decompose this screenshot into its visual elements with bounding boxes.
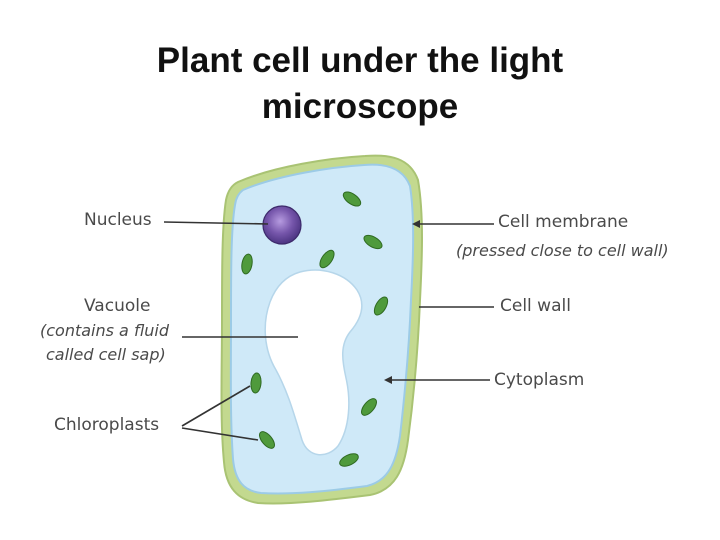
chloroplast [342,191,362,207]
chloroplast [339,453,359,467]
label-chloroplasts: Chloroplasts [54,415,160,435]
chloroplast [363,234,383,250]
label-cell-membrane-note: (pressed close to cell wall) [456,241,669,260]
chloroplast [373,296,389,316]
label-cell-membrane: Cell membrane [498,212,629,232]
label-cell-wall: Cell wall [500,296,571,316]
label-vacuole-note-1: (contains a fluid [40,321,170,340]
leader-arrowheads [384,220,420,384]
chloroplast [259,431,275,449]
leader-line-chloroplasts-2 [181,427,259,441]
label-nucleus: Nucleus [84,210,152,230]
chloroplast [361,398,377,416]
leader-lines [163,221,494,441]
arrowhead-cell-membrane [412,220,420,228]
arrowhead-cytoplasm [384,376,392,384]
label-vacuole-note-2: called cell sap) [46,345,166,364]
page-title: Plant cell under the light microscope [0,38,720,130]
nucleus [262,205,302,245]
chloroplast [241,253,253,275]
label-vacuole: Vacuole [84,296,151,316]
chloroplast-group [241,191,389,467]
leader-line-nucleus [163,221,269,225]
vacuole [264,269,363,456]
label-cytoplasm: Cytoplasm [494,370,585,390]
title-line-2: microscope [261,87,459,126]
chloroplast [319,249,335,269]
title-line-1: Plant cell under the light [156,41,564,80]
chloroplast [250,372,262,394]
leader-line-chloroplasts-1 [181,385,251,427]
